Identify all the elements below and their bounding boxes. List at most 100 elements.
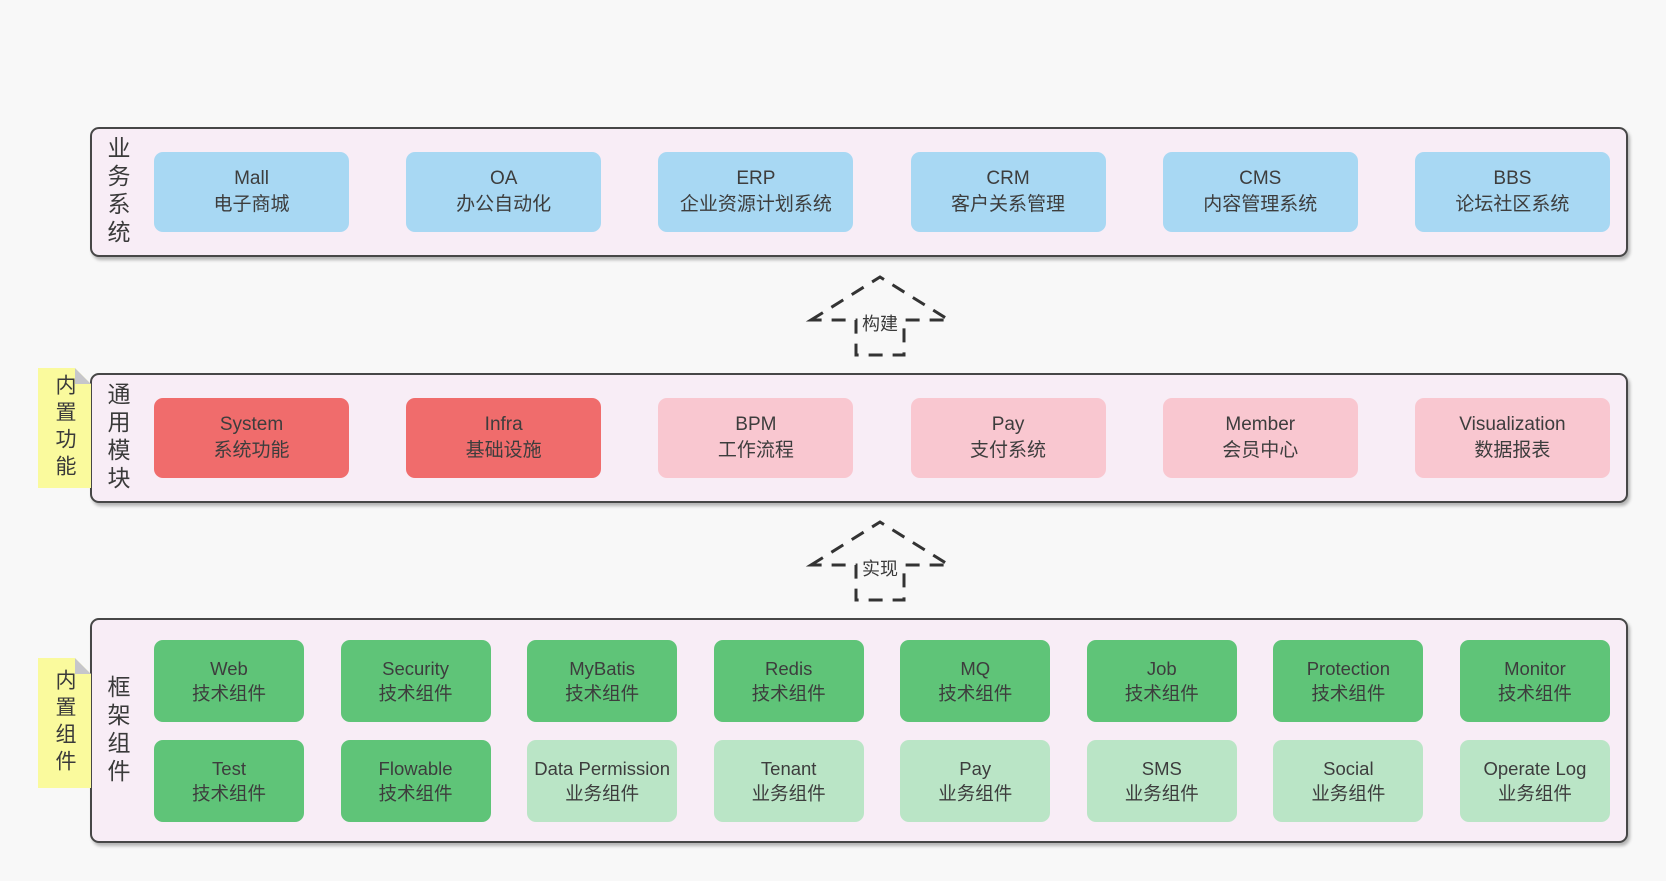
box-title: Operate Log [1483, 757, 1587, 779]
section-label-framework-components: 框架组件 [104, 674, 130, 787]
box-job: Job 技术组件 [1086, 639, 1237, 722]
box-title: Member [1225, 414, 1296, 435]
box-title: BPM [735, 414, 777, 435]
box-subtitle: 技术组件 [751, 682, 826, 704]
box-subtitle: 数据报表 [1474, 440, 1551, 461]
sticky-note-built-in-components: 内置组件 [38, 658, 91, 788]
box-subtitle: 业务组件 [1497, 782, 1572, 804]
box-operate-log: Operate Log 业务组件 [1459, 739, 1610, 822]
implement-arrow-label: 实现 [858, 555, 902, 581]
box-subtitle: 企业资源计划系统 [679, 194, 832, 215]
box-flowable: Flowable 技术组件 [340, 739, 491, 822]
box-title: CMS [1239, 168, 1282, 189]
box-title: ERP [736, 168, 776, 189]
box-title: Mall [234, 168, 269, 189]
box-security: Security 技术组件 [340, 639, 491, 722]
box-subtitle: 支付系统 [970, 440, 1047, 461]
folded-corner-icon [75, 368, 91, 384]
box-subtitle: 系统功能 [213, 440, 290, 461]
box-subtitle: 业务组件 [1124, 782, 1199, 804]
box-subtitle: 技术组件 [191, 682, 266, 704]
box-title: CRM [986, 168, 1030, 189]
box-title: Infra [484, 414, 523, 435]
box-subtitle: 技术组件 [938, 682, 1013, 704]
box-infra: Infra 基础设施 [406, 398, 602, 478]
section-label-common-modules: 通用模块 [104, 382, 130, 494]
box-web: Web 技术组件 [154, 639, 304, 722]
box-title: Data Permission [534, 757, 670, 779]
box-title: SMS [1141, 757, 1182, 779]
box-member: Member 会员中心 [1162, 398, 1358, 478]
box-crm: CRM 客户关系管理 [910, 152, 1106, 232]
box-title: Pay [959, 757, 992, 779]
box-mybatis: MyBatis 技术组件 [527, 639, 678, 722]
implement-arrow: 实现 [805, 517, 955, 605]
box-title: Test [212, 757, 246, 779]
box-subtitle: 业务组件 [938, 782, 1013, 804]
box-subtitle: 技术组件 [1124, 682, 1199, 704]
box-subtitle: 办公自动化 [456, 194, 552, 215]
box-bpm: BPM 工作流程 [658, 398, 854, 478]
box-title: System [219, 414, 284, 435]
sticky-note-text: 内置组件 [53, 669, 76, 777]
box-title: Flowable [378, 757, 453, 779]
box-title: Visualization [1459, 414, 1566, 435]
box-title: Protection [1306, 657, 1391, 679]
box-subtitle: 技术组件 [1497, 682, 1572, 704]
box-visualization: Visualization 数据报表 [1414, 398, 1610, 478]
box-system: System 系统功能 [154, 398, 349, 478]
box-title: MQ [960, 657, 991, 679]
sticky-note-text: 内置功能 [53, 374, 76, 482]
section-label-business-systems: 业务系统 [104, 136, 130, 248]
box-oa: OA 办公自动化 [406, 152, 602, 232]
box-subtitle: 基础设施 [465, 440, 542, 461]
box-subtitle: 业务组件 [565, 782, 640, 804]
build-arrow-label: 构建 [858, 310, 902, 336]
box-protection: Protection 技术组件 [1273, 639, 1424, 722]
box-subtitle: 技术组件 [565, 682, 640, 704]
box-subtitle: 技术组件 [378, 782, 453, 804]
box-title: Redis [765, 657, 813, 679]
build-arrow: 构建 [805, 272, 955, 360]
box-monitor: Monitor 技术组件 [1459, 639, 1610, 722]
box-title: MyBatis [569, 657, 636, 679]
box-redis: Redis 技术组件 [713, 639, 864, 722]
box-pay: Pay 业务组件 [900, 739, 1051, 822]
box-data-permission: Data Permission 业务组件 [527, 739, 678, 822]
box-subtitle: 工作流程 [717, 440, 794, 461]
box-bbs: BBS 论坛社区系统 [1414, 152, 1610, 232]
box-title: Social [1323, 757, 1374, 779]
box-title: Web [210, 657, 248, 679]
box-social: Social 业务组件 [1273, 739, 1424, 822]
box-subtitle: 技术组件 [1311, 682, 1386, 704]
box-subtitle: 客户关系管理 [951, 194, 1066, 215]
box-title: BBS [1493, 168, 1532, 189]
box-title: Security [382, 657, 449, 679]
box-subtitle: 论坛社区系统 [1455, 194, 1570, 215]
box-title: OA [489, 168, 518, 189]
box-subtitle: 会员中心 [1222, 440, 1299, 461]
box-title: Job [1146, 657, 1177, 679]
box-mq: MQ 技术组件 [900, 639, 1051, 722]
box-subtitle: 技术组件 [378, 682, 453, 704]
dashed-up-arrow-icon [805, 520, 955, 602]
box-subtitle: 业务组件 [1311, 782, 1386, 804]
box-erp: ERP 企业资源计划系统 [658, 152, 854, 232]
folded-corner-icon [75, 658, 91, 674]
box-title: Monitor [1504, 657, 1566, 679]
